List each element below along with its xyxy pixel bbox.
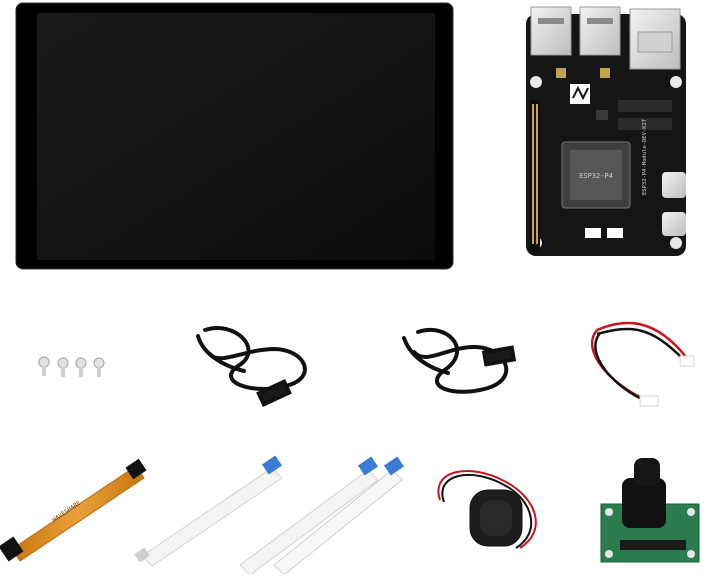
board-silkscreen: ESP32-P4-Module-DEV-KIT bbox=[642, 118, 648, 195]
usb-a-to-usb-c-cable-1 bbox=[196, 326, 307, 408]
camera-module bbox=[600, 458, 700, 563]
module-label: ESP32-P4 bbox=[579, 172, 613, 180]
usb-a-to-usb-c-cable-2 bbox=[402, 328, 517, 394]
white-ffc-cable-1 bbox=[134, 455, 283, 567]
mounting-screws bbox=[38, 356, 105, 377]
esp32-p4-dev-board: ESP32-P4 ESP32-P4-Module-DEV-KIT bbox=[526, 6, 686, 256]
speaker-wire-connector bbox=[590, 321, 695, 407]
orange-fpc-cable: WAVESHARE bbox=[0, 458, 147, 562]
white-ffc-cable-2 bbox=[239, 456, 404, 576]
touch-display-panel bbox=[15, 2, 454, 270]
speaker bbox=[437, 470, 537, 549]
